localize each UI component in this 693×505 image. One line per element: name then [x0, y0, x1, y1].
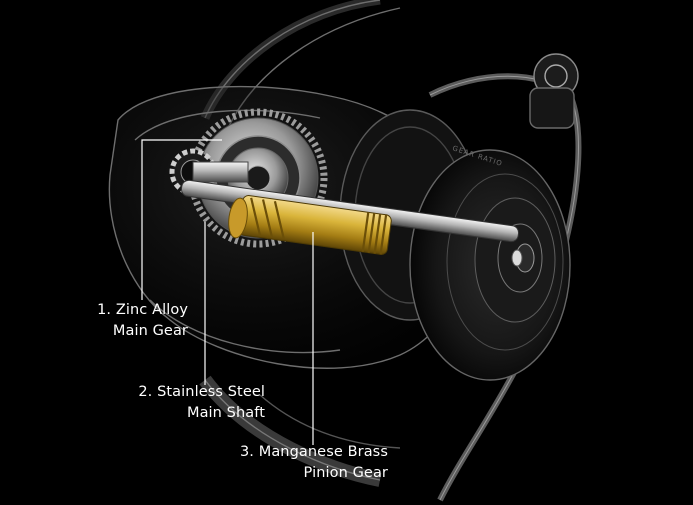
leader-line-main-gear	[141, 139, 222, 300]
callout-main-gear: 1. Zinc Alloy Main Gear	[60, 300, 188, 342]
callout-main-gear-line1: 1. Zinc Alloy	[97, 302, 188, 318]
leader-lines	[141, 139, 314, 445]
pinion-gear	[228, 195, 392, 255]
callout-pinion-gear: 3. Manganese Brass Pinion Gear	[222, 442, 388, 484]
callout-main-shaft-line2: Main Shaft	[186, 405, 265, 421]
callout-pinion-gear-line1: 3. Manganese Brass	[239, 444, 388, 460]
callout-main-shaft: 2. Stainless Steel Main Shaft	[112, 382, 265, 424]
callout-main-shaft-line1: 2. Stainless Steel	[138, 384, 265, 400]
callout-pinion-gear-line2: Pinion Gear	[303, 465, 388, 481]
callout-main-gear-line2: Main Gear	[112, 323, 188, 339]
